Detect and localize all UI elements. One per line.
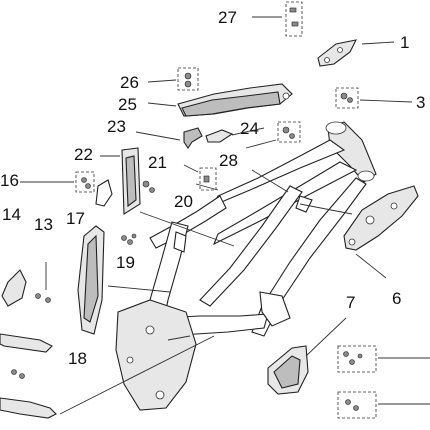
label-14: 14 — [2, 205, 21, 224]
part-25-cover — [177, 83, 293, 117]
label-21: 21 — [148, 153, 167, 172]
label-20: 20 — [174, 192, 193, 211]
leader-lines — [20, 16, 430, 415]
label-6: 6 — [392, 289, 401, 308]
part-6-plate — [343, 185, 419, 251]
label-1: 1 — [400, 33, 409, 52]
label-13: 13 — [34, 215, 53, 234]
part-18-panel — [77, 225, 105, 335]
label-23: 23 — [107, 117, 126, 136]
label-26: 26 — [120, 73, 139, 92]
label-3: 3 — [416, 93, 425, 112]
label-24: 24 — [240, 119, 259, 138]
part-22-grille — [121, 147, 141, 215]
label-7: 7 — [346, 293, 355, 312]
part-17-shield — [95, 179, 113, 207]
part-14-bracket — [1, 269, 27, 307]
label-28: 28 — [219, 151, 238, 170]
hardware — [11, 1, 377, 419]
label-25: 25 — [118, 95, 137, 114]
part-1-bracket — [317, 39, 357, 67]
label-22: 22 — [74, 145, 93, 164]
label-16: 16 — [0, 171, 19, 190]
main-frame — [115, 121, 377, 411]
label-27: 27 — [218, 8, 237, 27]
part-23-bracket — [183, 127, 234, 149]
part-labels: 27 1 26 25 3 23 24 22 28 21 16 20 14 17 … — [0, 8, 425, 368]
left-lower-rails — [0, 333, 57, 419]
label-17: 17 — [66, 209, 85, 228]
part-7-bracket — [267, 345, 309, 395]
label-19: 19 — [116, 253, 135, 272]
label-18: 18 — [68, 349, 87, 368]
